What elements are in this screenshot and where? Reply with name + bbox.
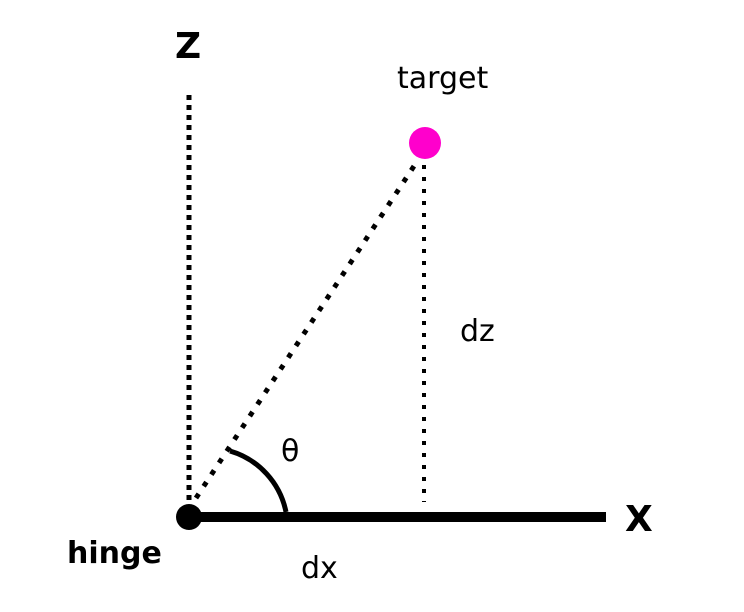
target-point <box>409 127 441 159</box>
dx-label: dx <box>301 551 338 586</box>
target-label: target <box>397 61 488 96</box>
hinge-label: hinge <box>67 536 162 571</box>
theta-label: θ <box>281 434 299 469</box>
z-axis-label: Z <box>175 26 201 67</box>
x-axis-label: X <box>625 499 653 540</box>
theta-arc <box>229 448 289 513</box>
hinge-point <box>176 504 202 530</box>
hypotenuse-line <box>193 158 421 500</box>
dz-label: dz <box>460 314 495 349</box>
